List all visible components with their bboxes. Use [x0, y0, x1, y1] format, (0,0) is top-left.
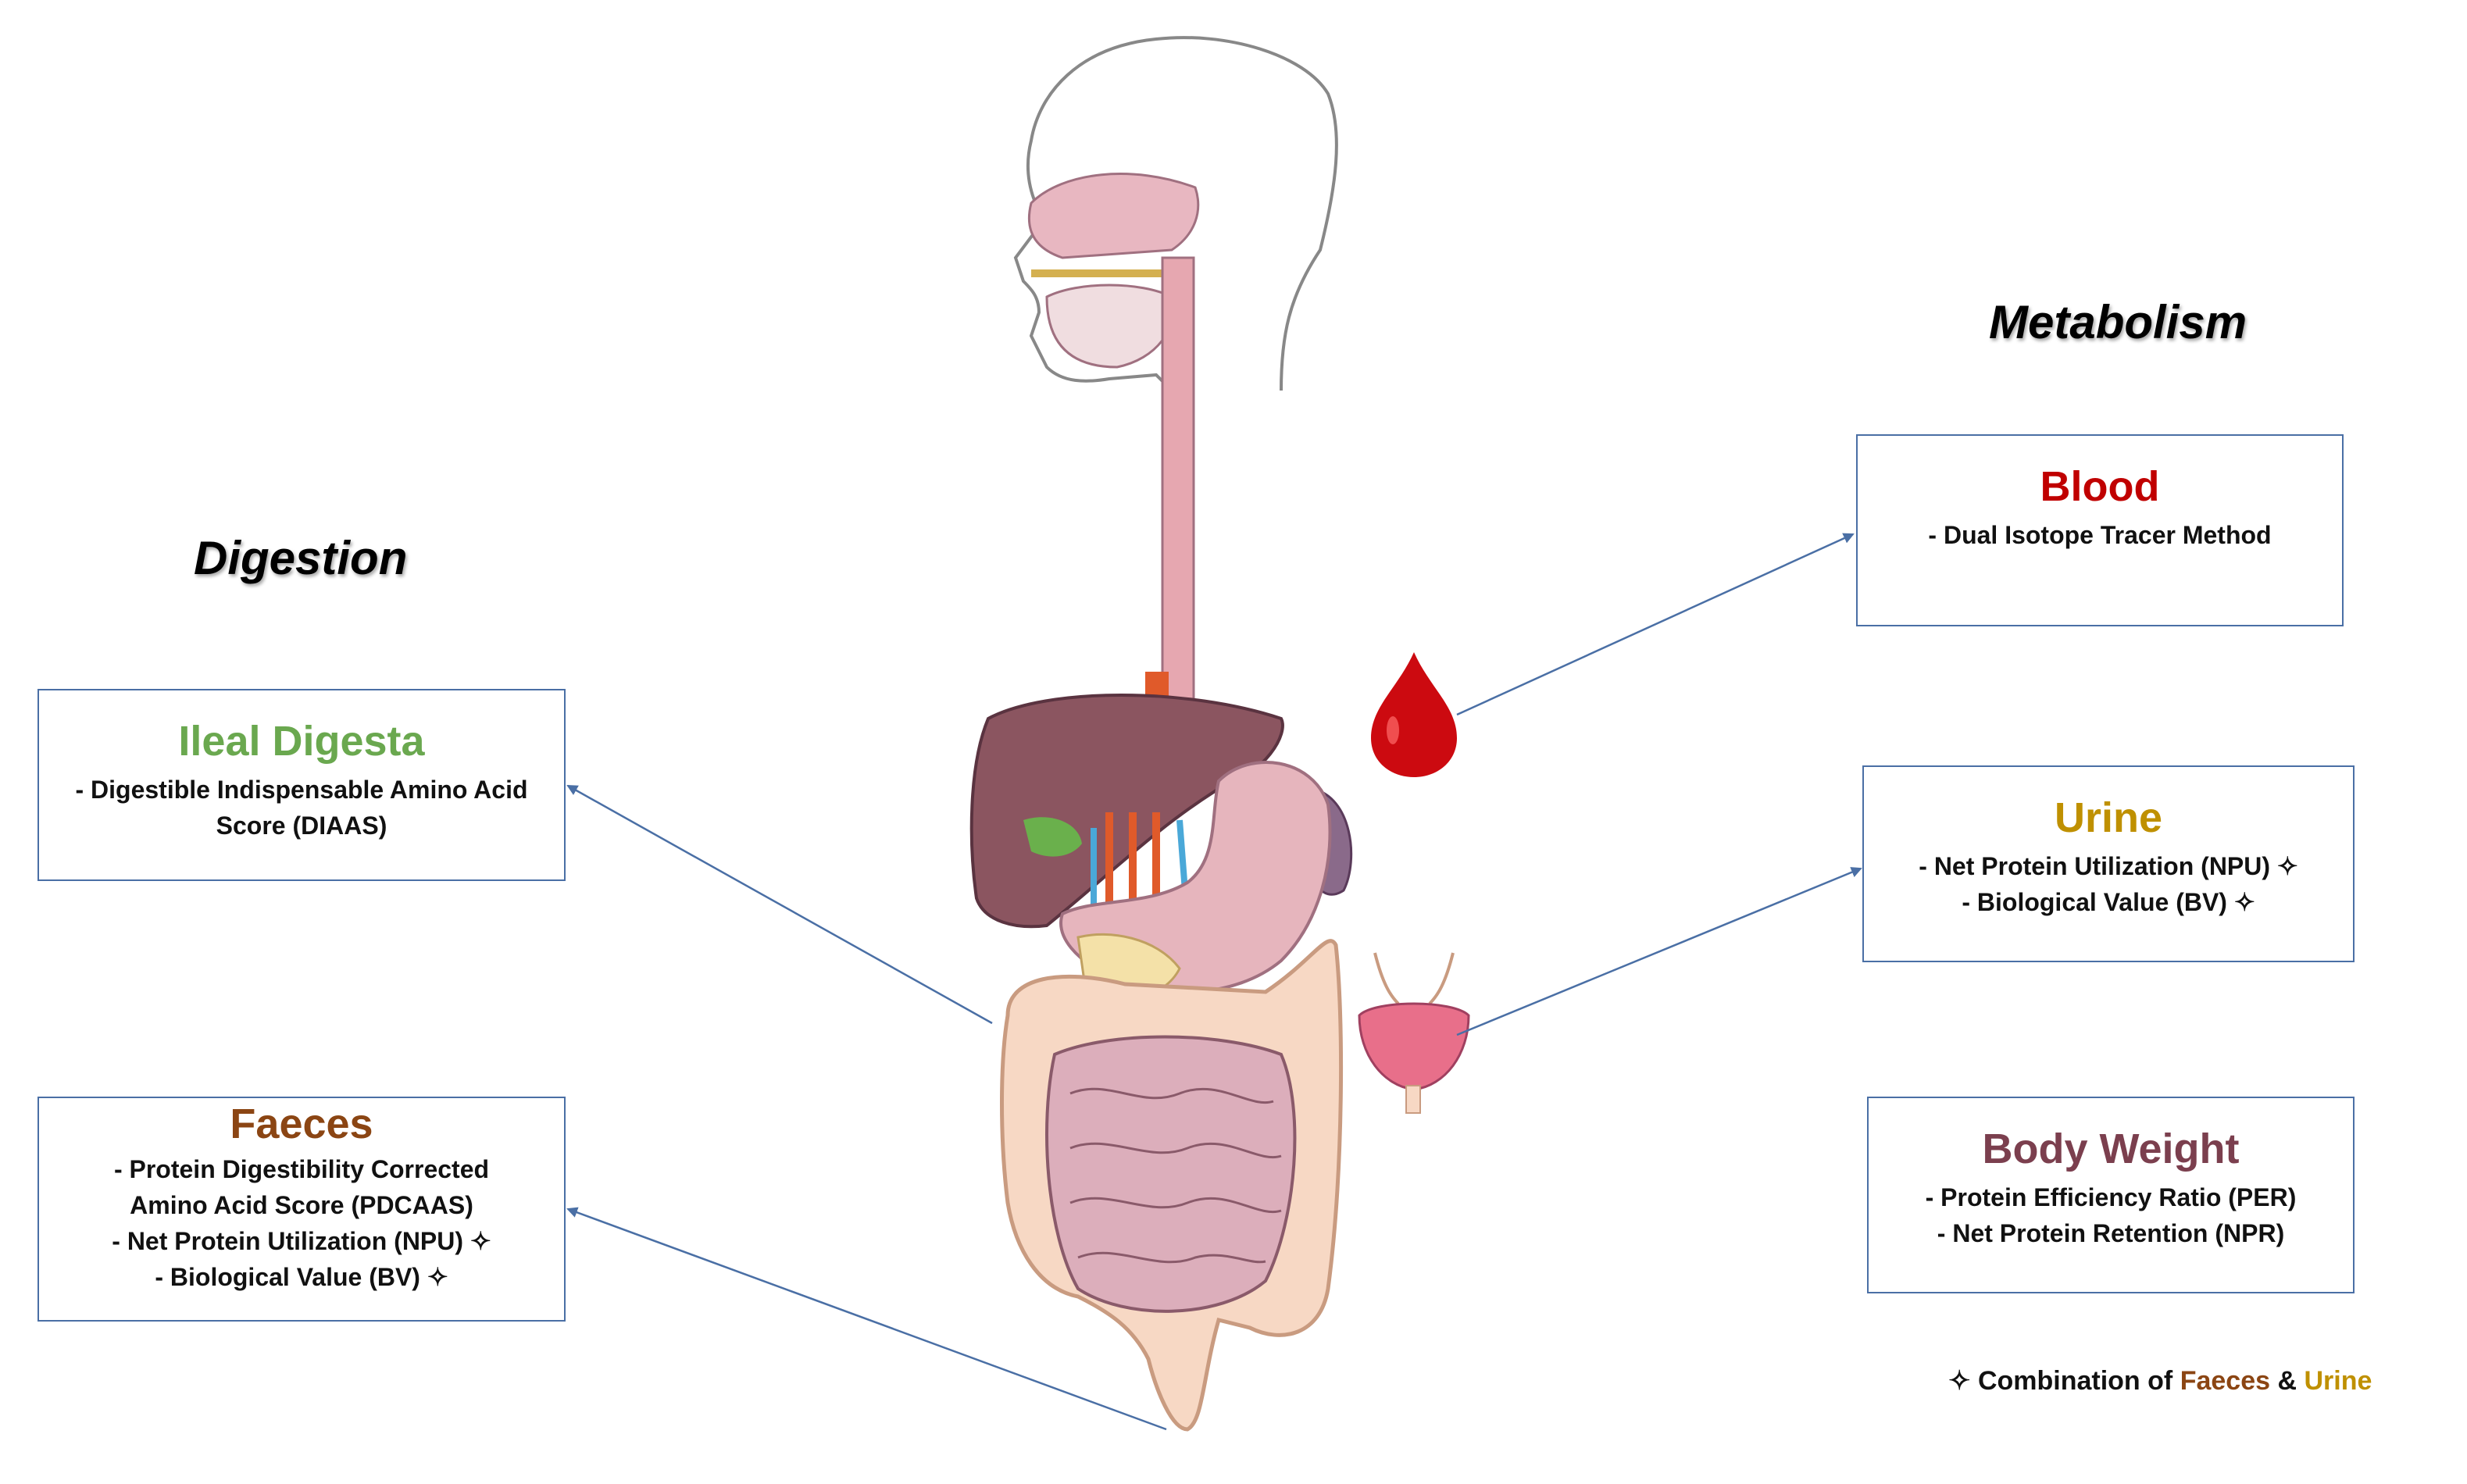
ileal-item-0: - Digestible Indispensable Amino Acid: [75, 776, 528, 804]
body-weight-title: Body Weight: [1982, 1125, 2240, 1172]
blood-title: Blood: [2040, 463, 2160, 510]
footnote-symbol-icon: ✧: [1948, 1366, 1971, 1396]
footnote-urine: Urine: [2304, 1366, 2372, 1396]
faeces-box: Faeces - Protein Digestibility Corrected…: [37, 1097, 566, 1322]
arrow-to-faeces: [566, 1207, 1167, 1431]
mouth-nasal-icon: [1027, 173, 1200, 369]
head-outline-icon: [1013, 36, 1338, 392]
ileal-digesta-box: Ileal Digesta - Digestible Indispensable…: [37, 689, 566, 881]
bladder-icon: [1358, 952, 1470, 1114]
body-weight-box: Body Weight - Protein Efficiency Ratio (…: [1867, 1097, 2355, 1293]
blood-item-0: - Dual Isotope Tracer Method: [1928, 521, 2272, 550]
urine-box: Urine - Net Protein Utilization (NPU) ✧ …: [1862, 765, 2355, 962]
arrow-to-urine: [1456, 867, 1862, 1036]
ileal-item-1: Score (DIAAS): [216, 812, 387, 840]
faeces-item-3: - Biological Value (BV) ✧: [155, 1263, 448, 1292]
faeces-items: - Protein Digestibility Corrected Amino …: [39, 1151, 564, 1295]
body-weight-items: - Protein Efficiency Ratio (PER) - Net P…: [1869, 1179, 2353, 1251]
urine-item-0: - Net Protein Utilization (NPU) ✧: [1919, 852, 2298, 881]
faeces-item-1: Amino Acid Score (PDCAAS): [130, 1191, 473, 1220]
footnote-faeces: Faeces: [2180, 1366, 2271, 1396]
faeces-item-0: - Protein Digestibility Corrected: [113, 1155, 490, 1184]
blood-drop-icon: [1371, 652, 1457, 777]
urine-items: - Net Protein Utilization (NPU) ✧ - Biol…: [1864, 848, 2353, 920]
ileal-digesta-items: - Digestible Indispensable Amino Acid Sc…: [39, 772, 564, 844]
body-weight-item-1: - Net Protein Retention (NPR): [1937, 1219, 2285, 1248]
metabolism-heading: Metabolism: [1989, 296, 2247, 348]
ileal-digesta-title: Ileal Digesta: [178, 718, 425, 765]
body-weight-item-0: - Protein Efficiency Ratio (PER): [1925, 1183, 2297, 1212]
footnote-amp: &: [2277, 1366, 2297, 1396]
arrow-to-ileal: [566, 784, 993, 1025]
small-intestine-icon: [1045, 1035, 1297, 1313]
gallbladder-icon: [1023, 817, 1082, 857]
urine-title: Urine: [2054, 794, 2163, 841]
blood-items: - Dual Isotope Tracer Method: [1858, 517, 2342, 553]
faeces-title: Faeces: [230, 1101, 373, 1147]
blood-box: Blood - Dual Isotope Tracer Method: [1856, 434, 2344, 626]
footnote-text: Combination of: [1977, 1366, 2173, 1396]
faeces-item-2: - Net Protein Utilization (NPU) ✧: [112, 1227, 491, 1256]
esophagus-icon: [1161, 256, 1195, 728]
urine-item-1: - Biological Value (BV) ✧: [1962, 888, 2255, 917]
arrow-to-blood: [1456, 533, 1855, 716]
footnote: ✧ Combination of Faeces & Urine: [1948, 1365, 2372, 1397]
digestion-heading: Digestion: [194, 532, 408, 584]
